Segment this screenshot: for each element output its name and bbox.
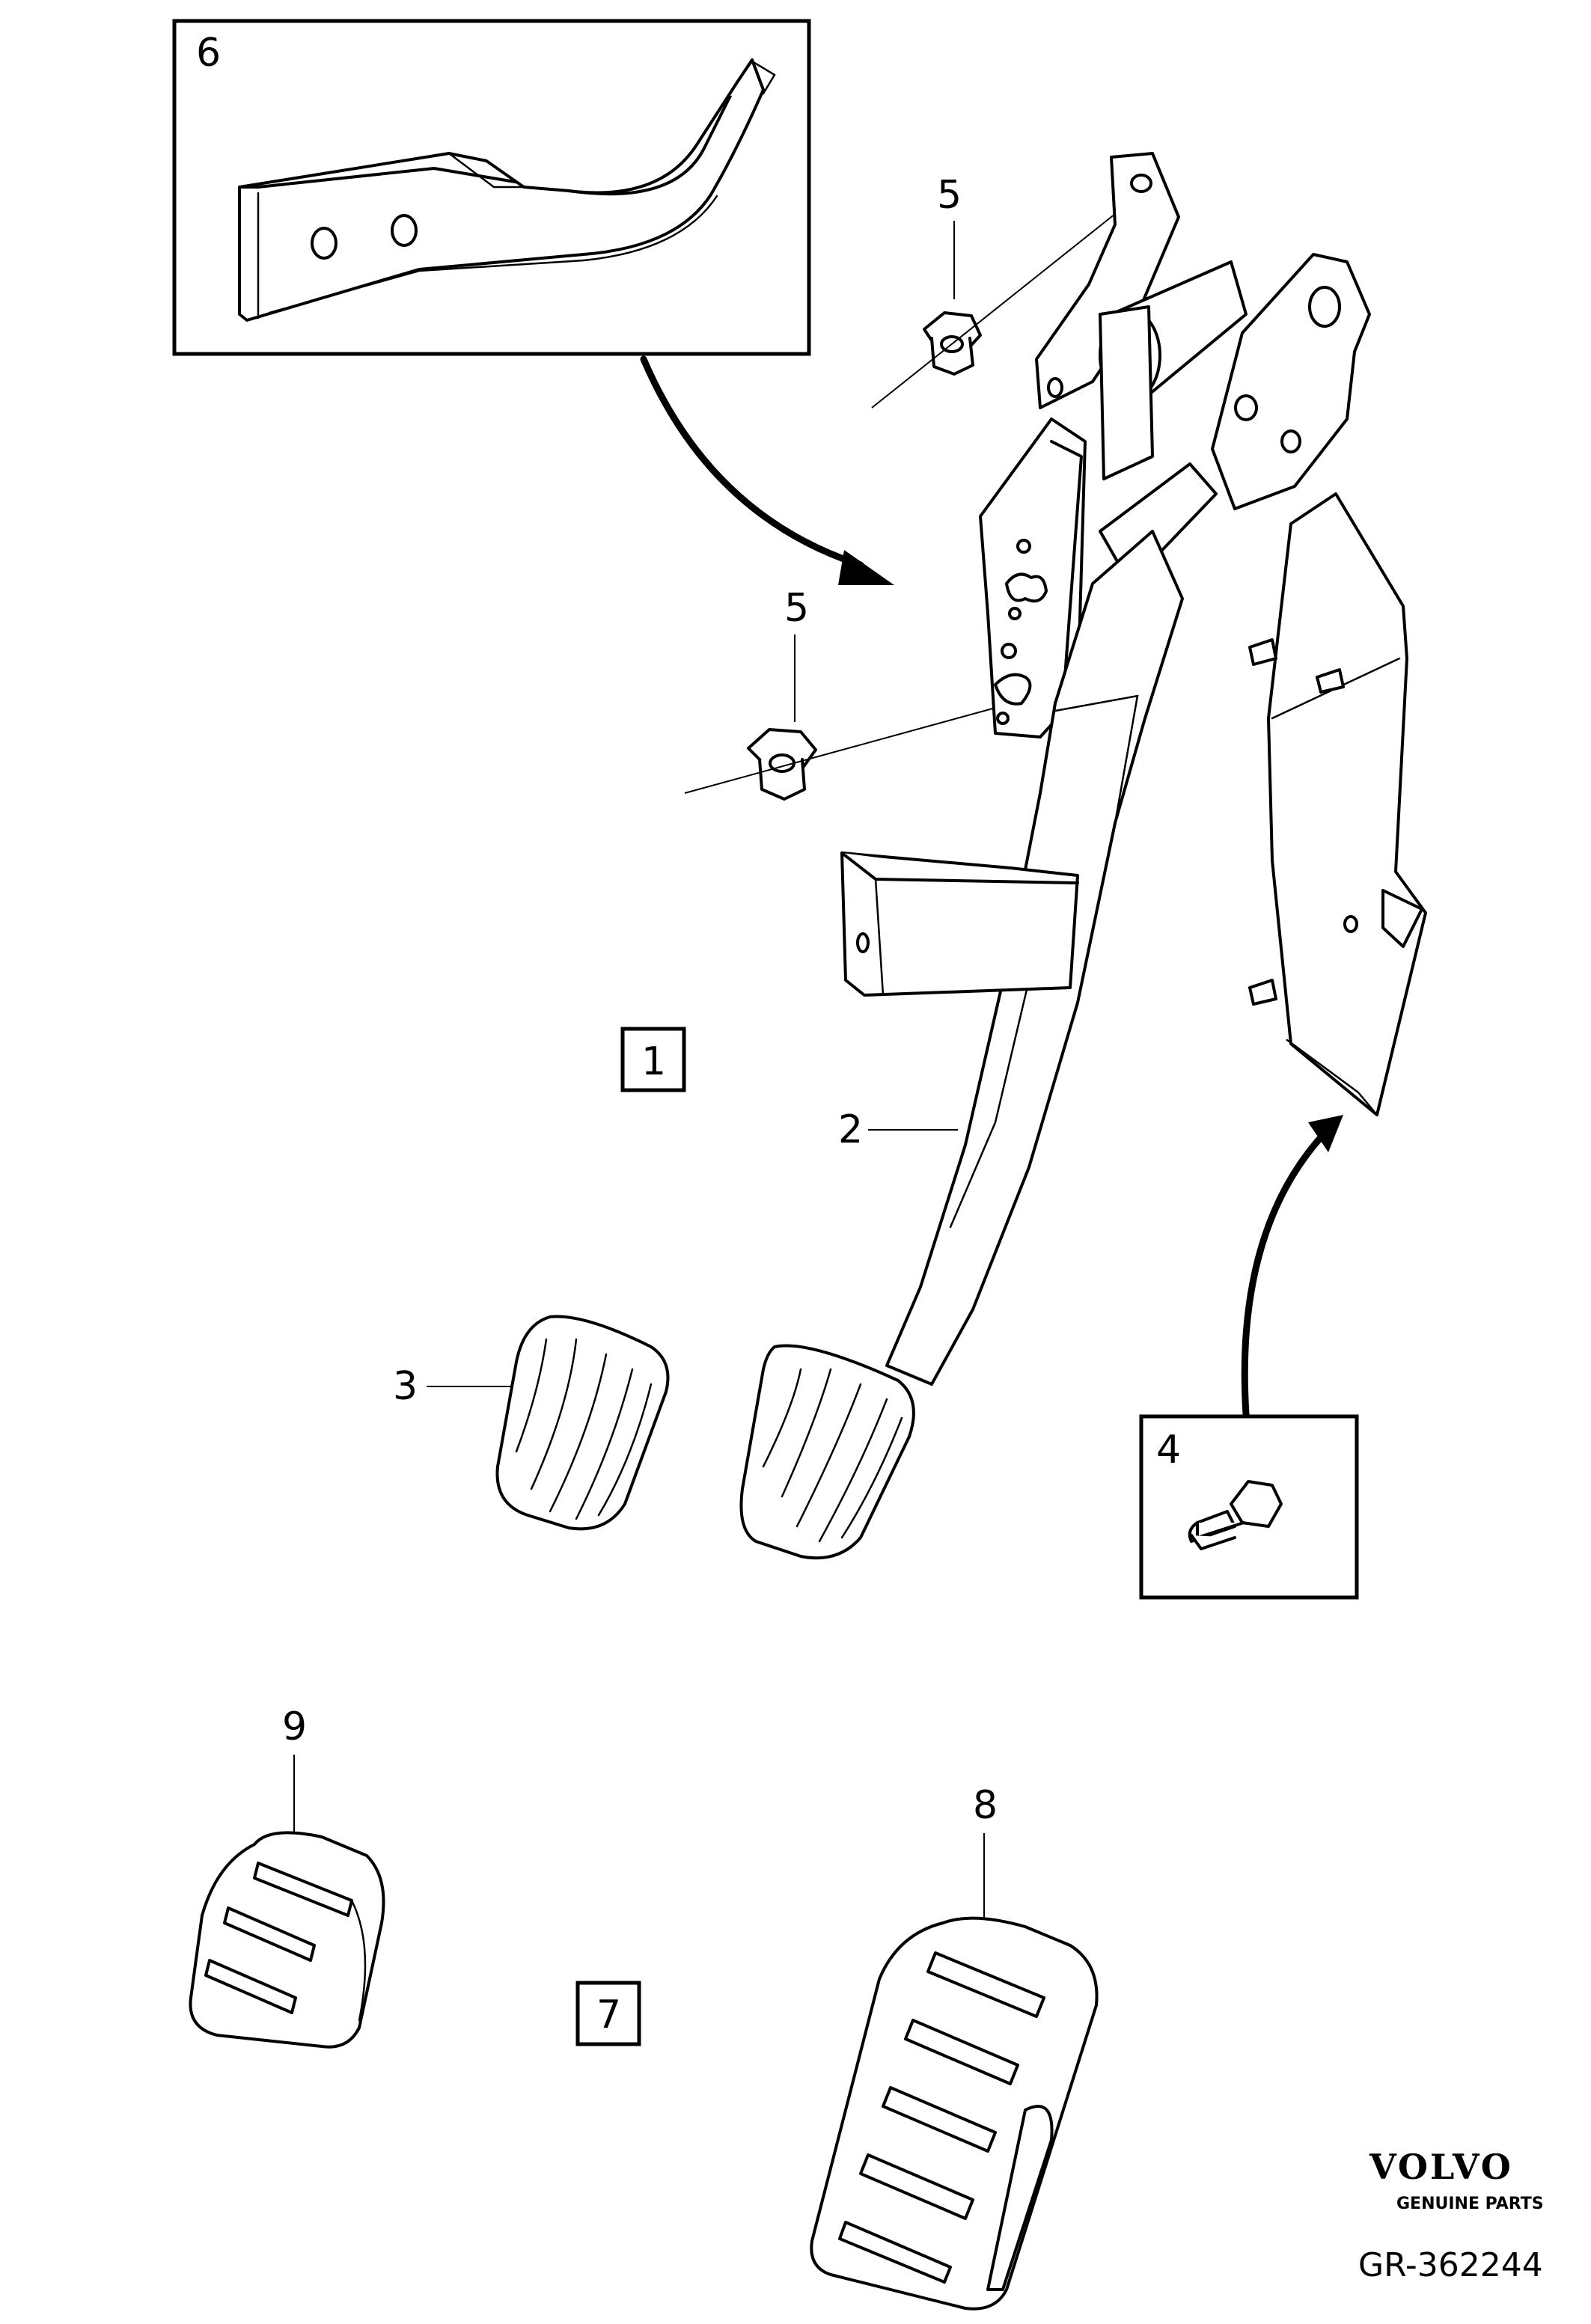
- arrow-4-head: [1308, 1115, 1343, 1152]
- callout-2: 2: [838, 1107, 863, 1152]
- callout-4-box: 4: [1139, 1414, 1359, 1600]
- axis-5-lower: [684, 699, 1026, 794]
- volvo-logo: VOLVO: [1369, 2147, 1513, 2187]
- diagram-reference: GR-362244: [1358, 2246, 1543, 2284]
- arrow-6-head: [838, 550, 894, 585]
- callout-7-box: 7: [575, 1981, 641, 2046]
- callout-3: 3: [393, 1364, 418, 1409]
- callout-1: 1: [641, 1039, 666, 1084]
- axis-5-upper: [871, 195, 1138, 409]
- callout-5-lower: 5: [784, 586, 809, 631]
- bracket-part-6: [238, 58, 776, 322]
- inset-box-6: 6: [172, 19, 811, 356]
- volvo-branding: VOLVO GENUINE PARTS GR-362244: [1358, 2147, 1544, 2284]
- bolt-part-4: [1188, 1480, 1283, 1550]
- pedal-pad-8: [810, 1916, 1099, 2311]
- callout-9: 9: [282, 1704, 307, 1749]
- callout-5-upper: 5: [937, 173, 962, 218]
- pedal-pad-9: [189, 1831, 385, 2049]
- pedal-pad-3: [495, 1315, 670, 1531]
- genuine-parts-tagline: GENUINE PARTS: [1396, 2195, 1544, 2213]
- callout-7: 7: [596, 1993, 621, 2037]
- callout-4: 4: [1156, 1428, 1181, 1473]
- flange-nut-lower: [747, 728, 817, 801]
- callout-1-box: 1: [620, 1027, 686, 1092]
- pedal-pad-on-arm: [739, 1344, 915, 1560]
- callout-8: 8: [973, 1783, 998, 1828]
- arrow-4-to-plate: [1241, 1134, 1325, 1418]
- callout-6: 6: [196, 31, 221, 76]
- pedal-bracket-assembly: [739, 152, 1427, 1560]
- arrow-6-to-bracket: [640, 355, 864, 569]
